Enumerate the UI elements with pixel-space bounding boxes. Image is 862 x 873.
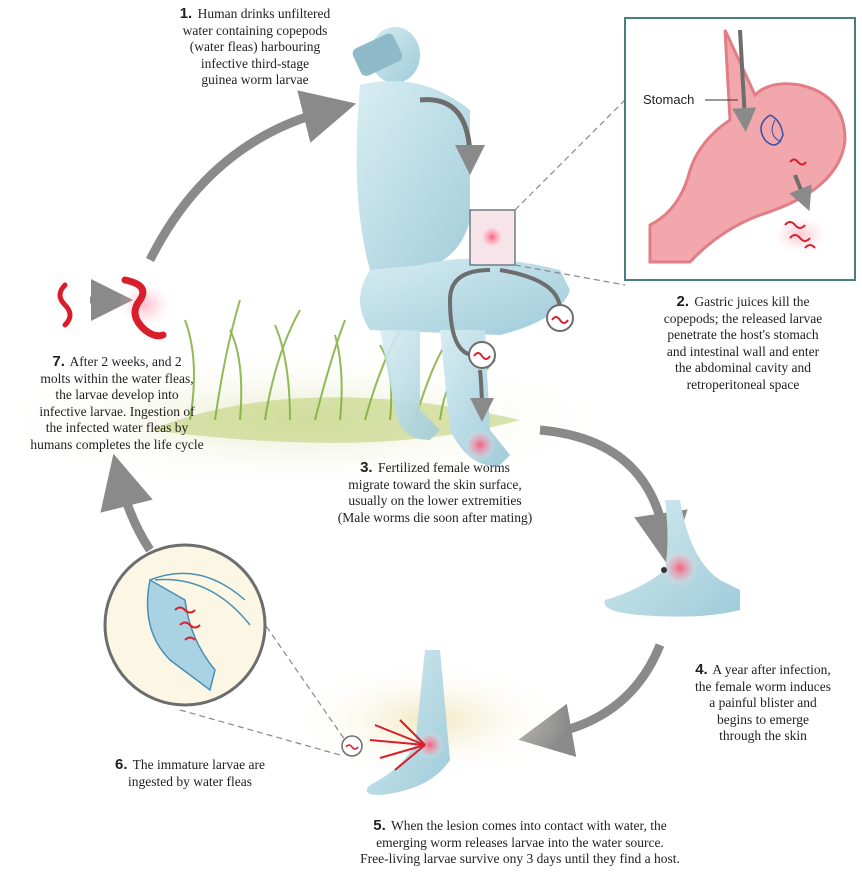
larvae-step-7 — [60, 280, 173, 336]
step-5-line-3: Free-living larvae survive ony 3 days un… — [360, 851, 680, 866]
step-1-line-5: guinea worm larvae — [201, 72, 308, 87]
step-5-number: 5. — [373, 817, 386, 834]
step-7-label: 7. After 2 weeks, and 2 molts within the… — [4, 354, 230, 453]
inset-connector-top — [515, 100, 625, 210]
step-4-line-5: through the skin — [719, 728, 807, 743]
step-2-line-6: retroperitoneal space — [687, 377, 800, 392]
step-1-label: 1. Human drinks unfiltered water contain… — [150, 6, 360, 89]
step-1-line-4: infective third-stage — [201, 56, 309, 71]
step-7-line-4: infective larvae. Ingestion of — [39, 404, 194, 419]
step-6-number: 6. — [115, 756, 128, 773]
step-4-number: 4. — [695, 661, 708, 678]
step-3-line-1: Fertilized female worms — [378, 460, 510, 475]
step-7-line-5: the infected water fleas by — [46, 420, 188, 435]
step-6-label: 6. The immature larvae are ingested by w… — [90, 757, 290, 790]
step-1-number: 1. — [180, 5, 193, 22]
step-6-line-1: The immature larvae are — [133, 757, 265, 772]
step-1-line-1: Human drinks unfiltered — [198, 6, 331, 21]
step-4-label: 4. A year after infection, the female wo… — [670, 662, 856, 745]
step-2-line-2: copepods; the released larvae — [664, 311, 823, 326]
step-4-line-4: begins to emerge — [717, 712, 809, 727]
foot-in-water — [290, 650, 570, 795]
step-2-label: 2. Gastric juices kill the copepods; the… — [632, 294, 854, 393]
step-6-line-2: ingested by water fleas — [128, 774, 252, 789]
step-4-line-2: the female worm induces — [695, 679, 831, 694]
step-7-line-1: After 2 weeks, and 2 — [70, 354, 182, 369]
step-3-line-3: usually on the lower extremities — [348, 493, 521, 508]
step-7-line-6: humans completes the life cycle — [30, 437, 203, 452]
step-2-line-4: and intestinal wall and enter — [667, 344, 819, 359]
step-1-line-3: (water fleas) harbouring — [190, 39, 320, 54]
step-2-line-5: the abdominal cavity and — [675, 360, 811, 375]
foot-blister — [604, 500, 740, 617]
step-3-line-2: migrate toward the skin surface, — [348, 477, 522, 492]
step-3-line-4: (Male worms die soon after mating) — [338, 510, 533, 525]
step-2-number: 2. — [677, 293, 690, 310]
arrow-7-to-1 — [150, 110, 330, 260]
stomach-inset — [625, 18, 855, 280]
step-7-line-2: molts within the water fleas, — [40, 371, 193, 386]
step-1-line-2: water containing copepods — [183, 23, 328, 38]
step-7-number: 7. — [52, 353, 65, 370]
step-2-line-1: Gastric juices kill the — [694, 294, 809, 309]
step-3-number: 3. — [360, 459, 373, 476]
stomach-label: Stomach — [643, 92, 694, 107]
step-3-label: 3. Fertilized female worms migrate towar… — [300, 460, 570, 526]
step-5-line-1: When the lesion comes into contact with … — [391, 818, 667, 833]
step-2-line-3: penetrate the host's stomach — [667, 327, 818, 342]
step-5-label: 5. When the lesion comes into contact wi… — [300, 818, 740, 868]
arrow-6-to-7 — [120, 480, 150, 550]
step-5-line-2: emerging worm releases larvae into the w… — [376, 835, 664, 850]
step-4-line-3: a painful blister and — [709, 695, 817, 710]
step-4-line-1: A year after infection, — [712, 662, 830, 677]
step-7-line-3: the larvae develop into — [55, 387, 178, 402]
